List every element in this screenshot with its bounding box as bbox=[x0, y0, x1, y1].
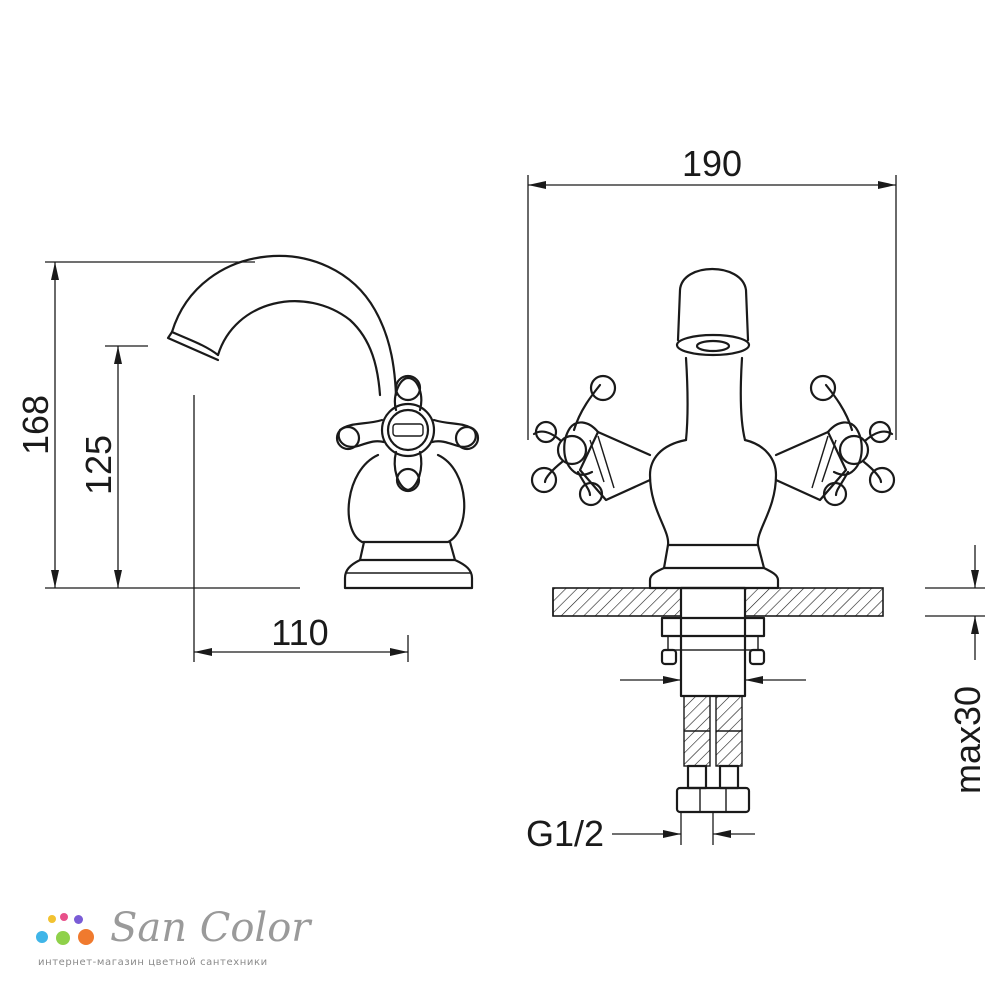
dimension-110-label: 110 bbox=[271, 612, 328, 653]
flexible-hoses bbox=[675, 695, 751, 814]
body-front bbox=[648, 438, 780, 590]
front-view: 190 bbox=[526, 143, 988, 854]
body-side bbox=[343, 453, 474, 590]
dimension-168: 168 bbox=[15, 261, 300, 589]
dimension-max30-label: max30 bbox=[947, 686, 988, 794]
logo-dot bbox=[78, 929, 94, 945]
logo-name: San Color bbox=[110, 905, 311, 951]
logo-dot bbox=[48, 915, 56, 923]
spout-side bbox=[166, 254, 398, 397]
logo-dot bbox=[36, 931, 48, 943]
side-view: 168 125 110 bbox=[15, 254, 480, 662]
right-handle-front bbox=[774, 374, 896, 507]
dimension-190-label: 190 bbox=[682, 143, 742, 184]
mounting-shank bbox=[620, 586, 806, 698]
logo-dots bbox=[34, 913, 104, 953]
logo-dot bbox=[60, 913, 68, 921]
logo-dot bbox=[74, 915, 83, 924]
dimension-190: 190 bbox=[527, 143, 897, 440]
dimension-110: 110 bbox=[193, 395, 409, 662]
dimension-g12-label: G1/2 bbox=[526, 813, 604, 854]
countertop bbox=[552, 587, 884, 617]
cross-handle-side bbox=[335, 374, 480, 493]
spout-front bbox=[675, 268, 751, 442]
dimension-g12: G1/2 bbox=[526, 812, 755, 854]
logo-tagline: интернет-магазин цветной сантехники bbox=[38, 957, 268, 968]
dimension-125-label: 125 bbox=[78, 435, 119, 495]
logo-dot bbox=[56, 931, 70, 945]
dimension-168-label: 168 bbox=[15, 395, 56, 455]
dimension-125: 125 bbox=[78, 345, 148, 588]
left-handle-front bbox=[530, 374, 652, 507]
dimension-max30: max30 bbox=[925, 545, 988, 794]
sancolor-logo: San Color интернет-магазин цветной санте… bbox=[30, 905, 310, 975]
